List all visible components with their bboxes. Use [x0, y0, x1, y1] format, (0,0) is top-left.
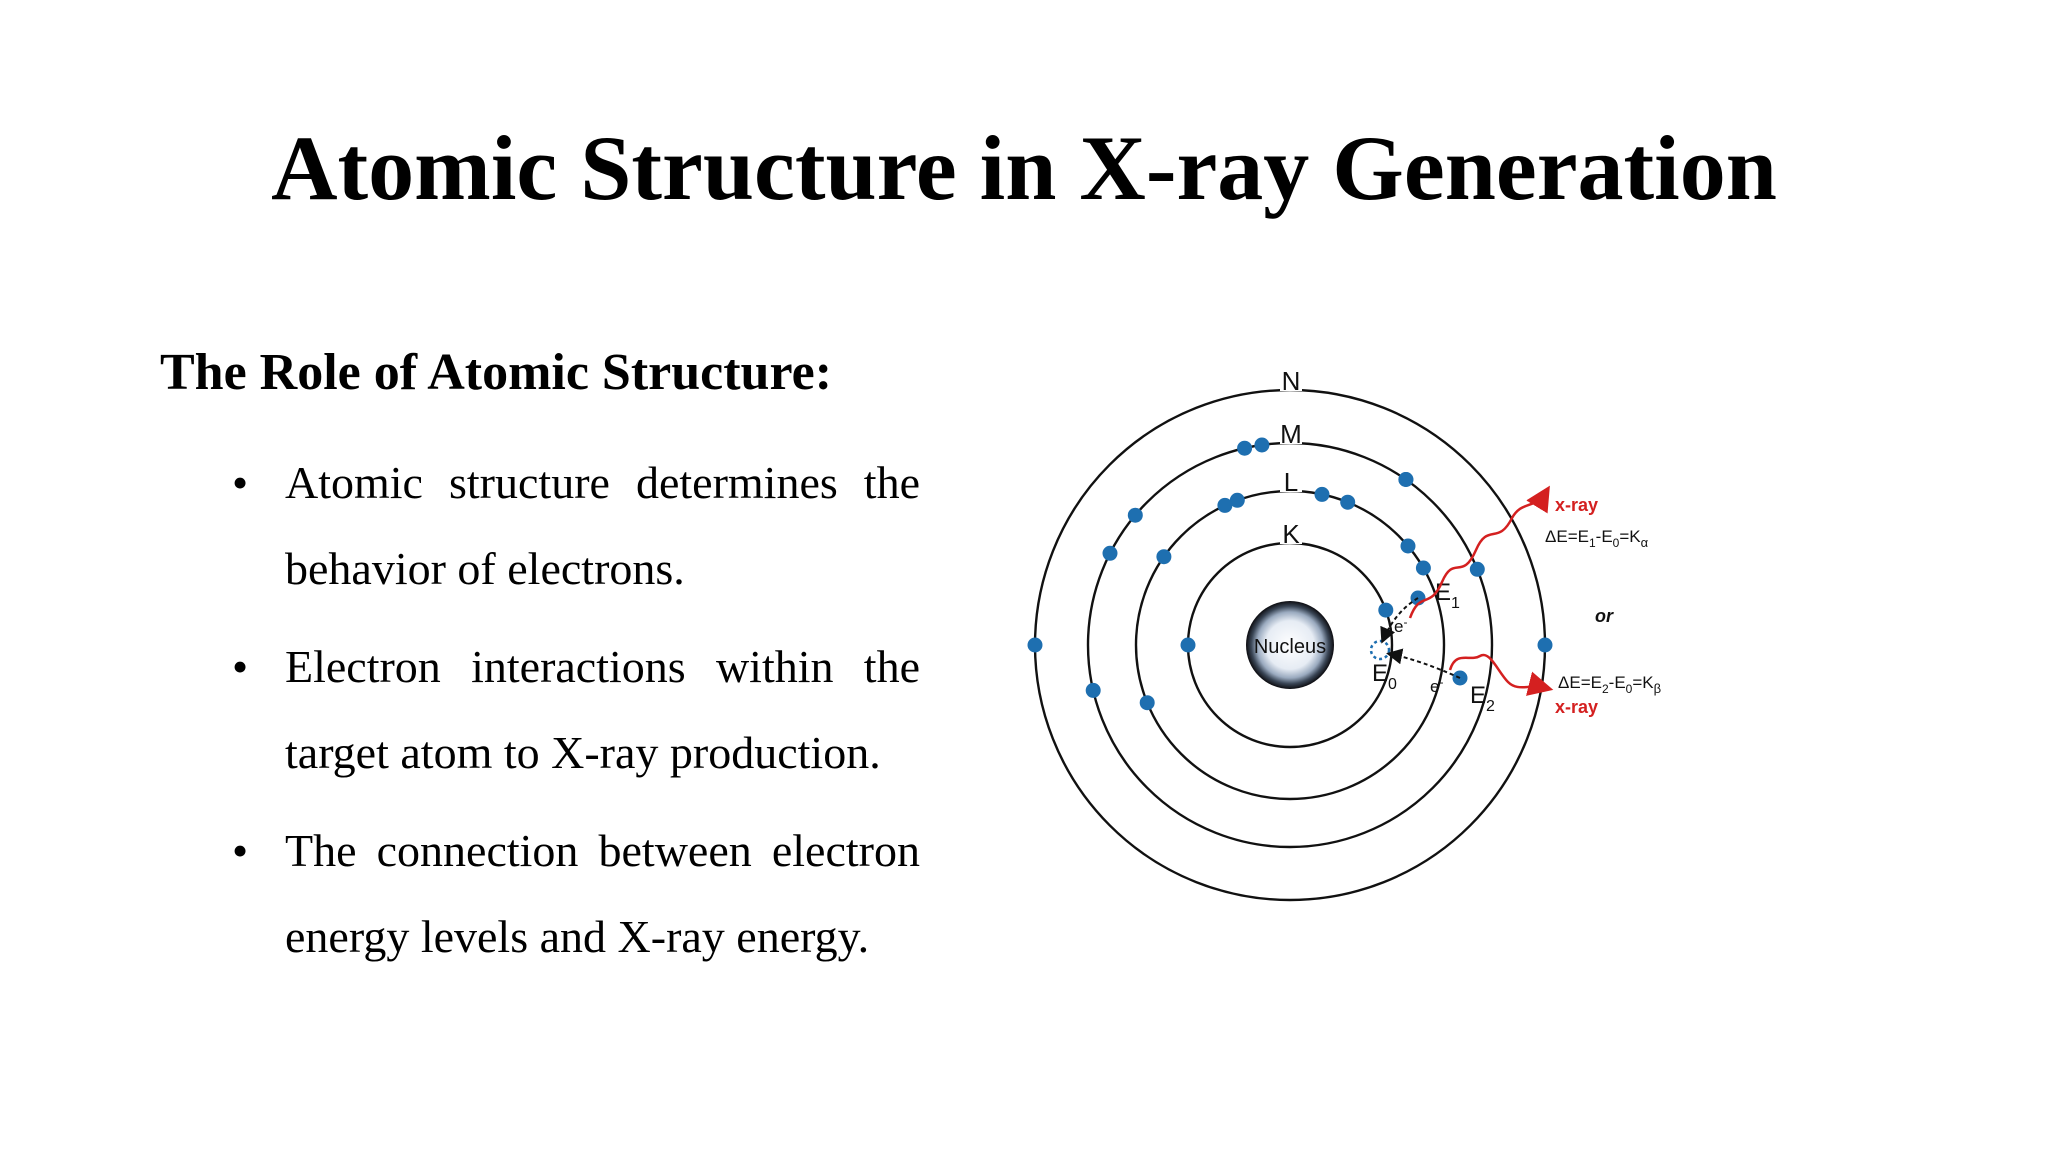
shell-label-l: L: [1284, 467, 1298, 497]
electron-label-1: e-: [1394, 615, 1407, 636]
equation-alpha: ΔE=E1-E0=Kα: [1545, 527, 1649, 550]
electrons: [1027, 437, 1553, 711]
equation-beta: ΔE=E2-E0=Kβ: [1558, 673, 1661, 696]
shell-label-k: K: [1282, 519, 1300, 549]
electron: [1314, 486, 1330, 502]
bullet-text: The connection between electron energy l…: [285, 825, 920, 962]
electron: [1378, 602, 1394, 618]
electron-label-2: e-: [1430, 675, 1443, 696]
electron: [1102, 545, 1118, 561]
electron: [1398, 472, 1414, 487]
bullet-marker-icon: •: [232, 641, 249, 692]
electron: [1156, 549, 1172, 565]
bullet-text: Electron interactions within the target …: [285, 641, 920, 778]
electron: [1127, 507, 1143, 523]
transition-arrow-e2: [1386, 648, 1461, 679]
electron: [1400, 538, 1416, 554]
level-e0: E0: [1372, 660, 1397, 693]
electron: [1254, 437, 1270, 453]
electron: [1469, 561, 1485, 577]
electron: [1085, 682, 1101, 698]
vacancy-e0: [1369, 639, 1391, 661]
nucleus-label: Nucleus: [1254, 636, 1326, 658]
electron: [1229, 492, 1245, 508]
electron: [1237, 440, 1253, 456]
xray-arrow-alpha: [1408, 485, 1550, 619]
electron: [1340, 494, 1356, 510]
shell-label-n: N: [1282, 366, 1301, 396]
bullet-marker-icon: •: [232, 825, 249, 876]
xray-label-alpha: x-ray: [1555, 495, 1598, 515]
bullet-text: Atomic structure determines the behavior…: [285, 457, 920, 594]
electron: [1139, 695, 1155, 711]
electron: [1027, 637, 1043, 653]
electron: [1217, 497, 1233, 513]
atom-diagram: N M L K Nucleus e- e- E1 E0 E2: [1010, 360, 1710, 920]
xray-label-beta: x-ray: [1555, 697, 1598, 717]
electron: [1537, 637, 1553, 653]
shell-label-m: M: [1280, 419, 1302, 449]
slide-title: Atomic Structure in X-ray Generation: [271, 117, 1777, 219]
atom-diagram-svg: N M L K Nucleus e- e- E1 E0 E2: [1027, 366, 1661, 902]
level-e2: E2: [1470, 682, 1495, 715]
transition-arrow-e1: [1380, 597, 1419, 644]
bullet-item: • Atomic structure determines the behavi…: [230, 440, 920, 612]
section-heading: The Role of Atomic Structure:: [160, 344, 833, 401]
electron: [1415, 560, 1431, 576]
nucleus: [1246, 601, 1334, 689]
bullet-marker-icon: •: [232, 457, 249, 508]
or-label: or: [1595, 606, 1614, 626]
bullet-list: • Atomic structure determines the behavi…: [230, 440, 920, 992]
electron: [1180, 637, 1196, 653]
bullet-item: • Electron interactions within the targe…: [230, 624, 920, 796]
bullet-item: • The connection between electron energy…: [230, 808, 920, 980]
xray-arrow-beta: [1448, 653, 1554, 696]
